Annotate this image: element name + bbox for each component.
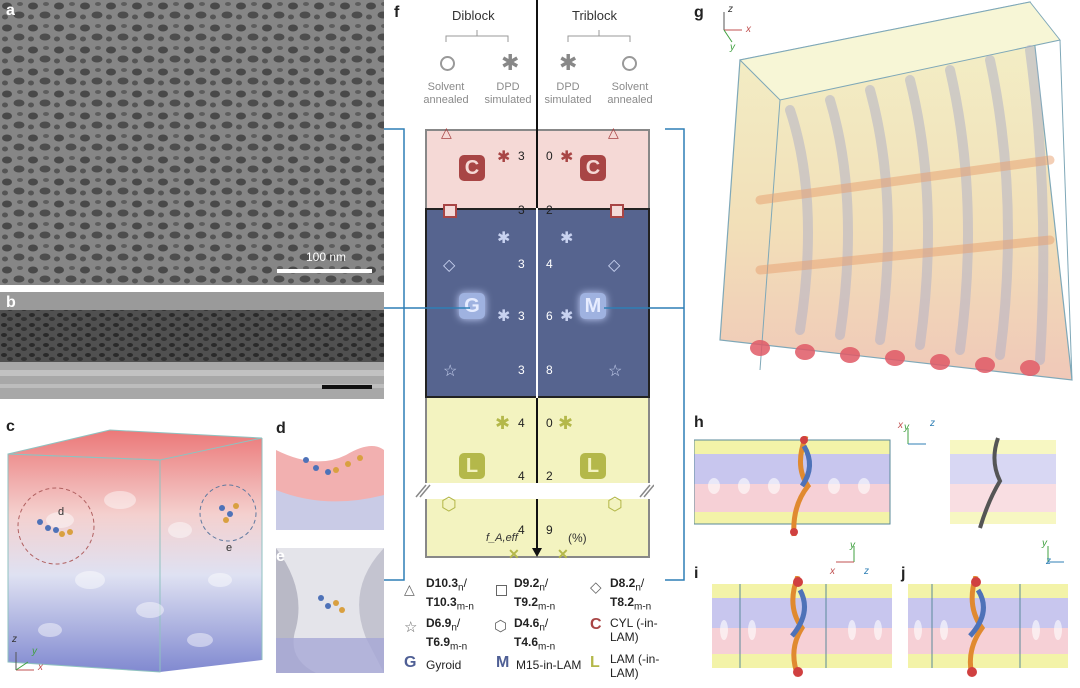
- axis-x-h: x: [898, 420, 903, 431]
- axis-z-i: z: [864, 566, 869, 577]
- lamellar-slab-h-right: [950, 436, 1060, 536]
- diamond-icon: ◇: [590, 581, 602, 595]
- panel-label-j: j: [901, 565, 905, 583]
- legend-sub: m-n: [538, 642, 555, 653]
- lamellar-slab-i: [712, 576, 892, 681]
- legend-text: T10.3: [426, 595, 457, 609]
- legend-sub: n: [458, 582, 464, 593]
- legend-sub: n: [539, 622, 545, 633]
- axis-y-j: y: [1042, 538, 1047, 549]
- m15-lam-render: [700, 0, 1080, 385]
- legend-text: LAM (-in-LAM): [610, 652, 680, 680]
- lamellar-slab-j: [908, 576, 1068, 681]
- legend-text: D4.6: [514, 616, 539, 630]
- legend-sub: n: [451, 622, 457, 633]
- legend-text: T4.6: [514, 635, 538, 649]
- axis-x-i: x: [830, 566, 835, 577]
- legend-letter-M: M: [496, 656, 509, 670]
- star-icon: ☆: [404, 621, 417, 635]
- legend-sub: n: [539, 582, 545, 593]
- legend-text: D6.9: [426, 616, 451, 630]
- legend-text: D8.2: [610, 576, 635, 590]
- legend-text: D9.2: [514, 576, 539, 590]
- legend-text: M15-in-LAM: [516, 658, 581, 672]
- legend-sub: m-n: [450, 642, 467, 653]
- lamellar-slab-h-left: [694, 436, 894, 546]
- legend-text: T6.9: [426, 635, 450, 649]
- legend-text: D10.3: [426, 576, 458, 590]
- panel-label-i: i: [694, 565, 698, 583]
- legend-sub: m-n: [457, 602, 474, 613]
- legend-sub: n: [635, 582, 641, 593]
- axis-y-h: y: [904, 422, 909, 433]
- panel-label-h: h: [694, 414, 704, 432]
- legend-letter-G: G: [404, 656, 416, 670]
- axis-x-g: x: [746, 24, 751, 35]
- triangle-icon: △: [404, 582, 415, 596]
- axis-y-i: y: [850, 540, 855, 551]
- legend: △ D10.3n/T10.3m-n D9.2n/T9.2m-n ◇ D8.2n/…: [404, 572, 680, 682]
- axis-y-g: y: [730, 42, 735, 53]
- square-icon: [496, 585, 507, 596]
- axis-z-g: z: [728, 4, 733, 15]
- axis-z-h: z: [930, 418, 935, 429]
- legend-text: Gyroid: [426, 658, 461, 672]
- legend-text: CYL (-in-LAM): [610, 616, 680, 644]
- legend-sub: m-n: [538, 602, 555, 613]
- legend-text: T9.2: [514, 595, 538, 609]
- axis-z-j: z: [1046, 556, 1051, 567]
- legend-text: T8.2: [610, 595, 634, 609]
- legend-letter-L: L: [590, 656, 600, 670]
- legend-sub: m-n: [634, 602, 651, 613]
- hexagon-icon: ⬡: [494, 620, 507, 634]
- legend-letter-C: C: [590, 618, 602, 632]
